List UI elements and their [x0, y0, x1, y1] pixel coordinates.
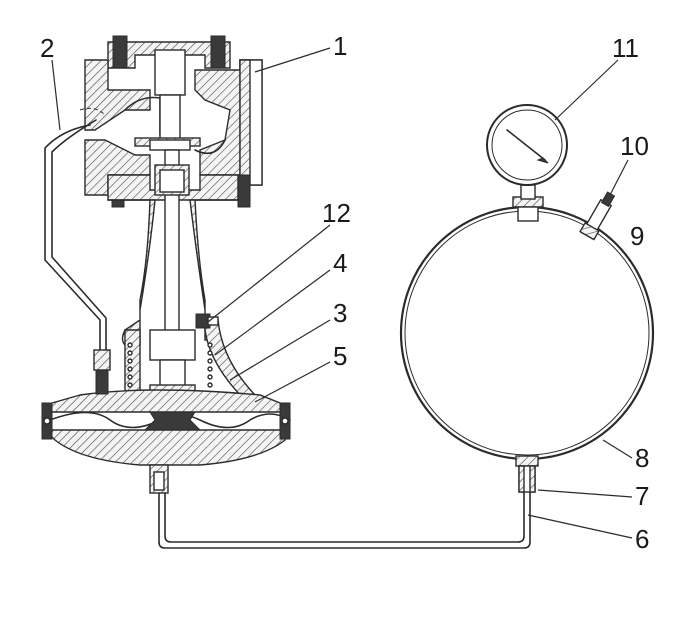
label-12: 12 — [322, 198, 351, 228]
label-9: 9 — [630, 221, 644, 251]
label-1: 1 — [333, 31, 347, 61]
diaphragm-actuator — [41, 389, 291, 494]
label-5: 5 — [333, 341, 347, 371]
label-2: 2 — [40, 33, 54, 63]
leader-lines — [51, 47, 633, 539]
impulse-tube — [44, 107, 111, 395]
bonnet — [108, 149, 257, 401]
label-3: 3 — [333, 298, 347, 328]
part-labels: 1 2 3 4 5 6 7 8 9 10 11 12 — [40, 31, 649, 554]
reservoir — [399, 191, 655, 493]
label-6: 6 — [635, 524, 649, 554]
connecting-tube — [158, 491, 531, 549]
label-8: 8 — [635, 443, 649, 473]
valve-body — [84, 35, 263, 208]
label-10: 10 — [620, 131, 649, 161]
label-11: 11 — [612, 33, 639, 63]
label-7: 7 — [635, 481, 649, 511]
pressure-gauge — [486, 104, 568, 200]
label-4: 4 — [333, 248, 347, 278]
